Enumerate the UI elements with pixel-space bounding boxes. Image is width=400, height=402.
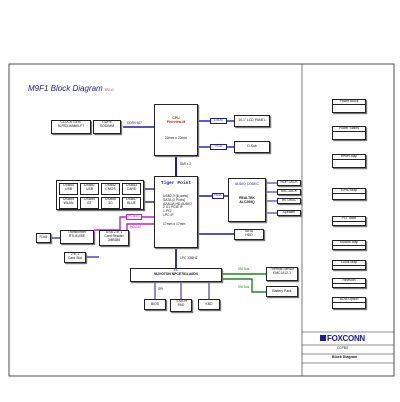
cardslot-line2: Card Slot [67,255,83,260]
smbus1-label: SM Bus [238,267,250,271]
ec-line2: NUVOTON NPCE781LA0DX [153,271,199,276]
smbus2-label: SM Bus [238,285,250,289]
sata-hdd-block: SATA HDD [234,229,264,240]
ddr-block: DDRII SODIMM [93,120,121,134]
pch-feature-2: AZALIA HD AUDIO [163,201,192,206]
index-box-2: Power States [332,126,366,140]
cardreader-line1: USB 2 in 1 [105,230,123,234]
ddr-link-label: DDRII 667 [127,121,142,125]
cpu-size: 22mm x 22mm [164,135,188,140]
codec-name: REALTEK [239,195,255,200]
clock-gen-line1: CLOCK GEN. [60,120,82,124]
schematic-sheet: M9F1 Block Diagram R1.0 CLOCK GEN. 9LRS3… [2,2,398,398]
pch-size: 17mm x 17mm [163,221,186,226]
int-dmic: Int. DMIC [277,198,301,204]
touchpad-block: TOUCH PAD [170,299,192,312]
codec-part: ALC269Q [239,199,255,204]
cpu-block: CPU Pineview-M 22mm x 22mm [154,104,198,156]
sata-line1: SATA [244,229,254,233]
pch-feature-5: LPC IF [163,212,174,217]
ec-block: EC NUVOTON NPCE781LA0DX [130,268,222,282]
card-reader-block: USB 2 in 1 Card Reader JMB385 [99,230,129,246]
pch-feature-1: SATA (2 Ports) [163,197,186,202]
lan-block: Transformer RTL8105E [60,230,94,244]
dmi-label: DMI x 2 [180,162,191,166]
pch-block: Tiger Point USB2.0 (8 ports) SATA (2 Por… [154,176,198,248]
index-box-4: GPIO Map [332,188,366,200]
clock-gen-line2: 9LRS3165BKLFT [57,123,85,128]
lcd-panel-block: 10.1" LCD PANEL [234,115,270,127]
battery-block: Battery Pack [266,286,298,297]
cpu-line1: CPU [172,116,180,120]
thermal-line1: Thermal Sensor [269,267,295,271]
lan-line2: RTL8105E [68,233,86,238]
cpu-line2: Pineview-M [166,119,186,124]
index-box-1: Power Block [332,99,366,113]
index-box-7: Clock Map [332,260,366,270]
mic-jack: MIC-JACK [277,189,301,195]
cardreader-line3: JMB385 [107,237,121,242]
spi-label: SPI [158,287,164,291]
lan-line1: Transformer [67,230,87,234]
sata-line2: HDD [245,232,253,237]
index-box-3: Reset Map [332,154,366,168]
pch-feature-4: 1 PCI [163,209,172,214]
clock-gen-block: CLOCK GEN. 9LRS3165BKLFT [51,120,91,134]
pch-feature-3: 2 X1 PCIE IF [163,205,183,210]
pcie2-label: PCIE#2 [130,225,141,229]
speaker: Speaker [277,210,301,216]
codec-tag: AUDIO CODEC [235,182,259,186]
lpc-label: LPC 33MHZ [180,256,198,260]
ddr-line2: SODIMM [100,123,114,128]
vga-tag: VGA [210,144,227,150]
doc-title: Block Diagram [332,355,358,359]
thermal-sensor-block: Thermal Sensor EMC1412-1 [266,267,298,281]
hda-tag: HDA [212,193,224,199]
bios-block: BIOS [144,299,166,310]
cardreader-line2: Card Reader [104,233,124,238]
touchpad-line2: PAD [177,302,185,307]
hdp-jack: HDP-JACK [277,180,301,186]
touchpad-line1: TOUCH [175,299,187,303]
thermal-line2: EMC1412-1 [272,270,292,275]
diagram-title: M9F1 Block Diagram R1.0 [28,84,114,93]
cardslot-line1: 2 in 1 [70,252,80,256]
index-box-6: SMBus Map [332,240,366,250]
rj45-block: RJ45 [36,233,51,243]
foxconn-logo: FOXCONN [320,334,365,343]
pch-feature-0: USB2.0 (8 ports) [163,194,189,198]
kbd-block: KBD [198,299,220,310]
index-box-8: Revision [332,278,366,288]
index-box-9: BOM Option [332,297,366,309]
lvds-tag: LVDS [210,118,227,124]
dsub-block: D-Sub [234,141,270,153]
pcie1-tag: PCIE#1 [126,214,142,220]
audio-codec-block: AUDIO CODEC REALTEK ALC269Q [228,178,266,222]
index-box-5: PCI Table [332,216,366,226]
logo-mark-icon [320,335,326,341]
pch-name: Tiger Point [160,181,192,186]
company-label: CCPBG [337,346,349,350]
ec-line1: EC [173,268,179,272]
card-slot-block: 2 in 1 Card Slot [64,252,86,263]
ddr-line1: DDRII [102,120,112,124]
